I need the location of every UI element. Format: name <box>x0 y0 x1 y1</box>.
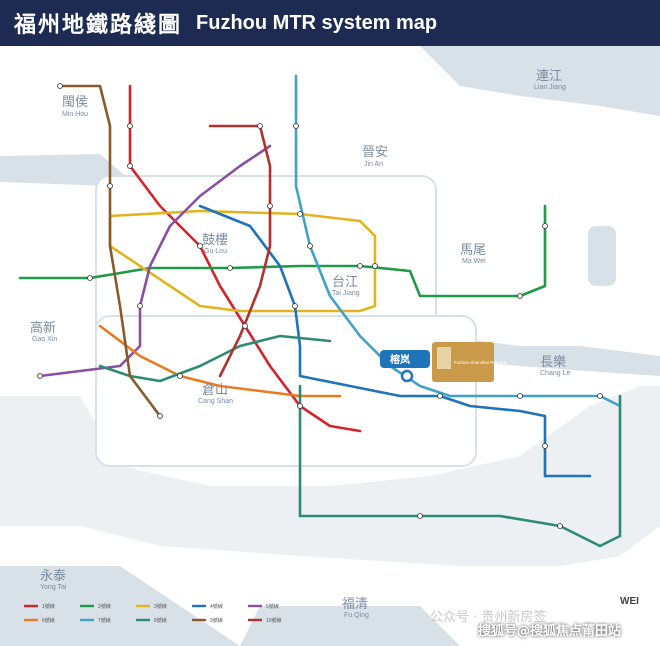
area-cangshan: 倉山 <box>202 383 228 398</box>
station-marker[interactable] <box>307 243 313 249</box>
area-taijiang-en: Tai Jiang <box>332 290 360 297</box>
sohu-watermark: 搜狐号@搜狐焦点莆田站 <box>478 624 622 639</box>
highlight-station-label: 榕岚 <box>390 353 410 366</box>
metro-map[interactable]: 閩侯 Min Hou 連江 Lian Jiang 晉安 Jin An 鼓樓 Gu… <box>0 46 660 646</box>
south-water <box>240 606 460 646</box>
property-callout-text: Fuzhou Shanshui Property <box>454 360 508 365</box>
area-fuqing-en: Fu Qing <box>344 612 369 619</box>
stations <box>37 83 603 529</box>
south-city-box <box>95 315 477 467</box>
metro-lines <box>18 74 622 548</box>
legend-label: 9號線 <box>210 617 223 624</box>
station-marker[interactable] <box>542 443 548 449</box>
station-marker[interactable] <box>227 265 233 271</box>
legend-label: 8號線 <box>154 617 167 624</box>
station-marker[interactable] <box>293 123 299 129</box>
area-gaoxin-en: Gao Xin <box>32 336 57 343</box>
area-labels: 閩侯 Min Hou 連江 Lian Jiang 晉安 Jin An 鼓樓 Gu… <box>30 69 570 619</box>
title-bar: 福州地鐵路綫圖 Fuzhou MTR system map <box>0 0 660 46</box>
line-9 <box>58 84 162 418</box>
station-marker[interactable] <box>107 183 113 189</box>
area-mawei: 馬尾 <box>460 243 486 258</box>
area-yongtai: 永泰 <box>40 569 66 584</box>
legend-label: 5號線 <box>266 603 279 610</box>
highlight-station-tag[interactable] <box>380 350 430 368</box>
station-marker[interactable] <box>267 203 273 209</box>
area-gaoxin: 高新 <box>30 320 56 336</box>
area-cangshan-en: Cang Shan <box>198 398 233 405</box>
legend-label: 1號線 <box>42 603 55 610</box>
southwest-water <box>0 566 240 646</box>
east-lake <box>588 226 616 286</box>
line-1 <box>128 84 362 433</box>
map-title-chinese: 福州地鐵路綫圖 <box>14 12 183 38</box>
property-callout-image <box>437 347 451 369</box>
highlight-station-marker[interactable] <box>400 369 414 383</box>
legend-label: 2號線 <box>98 603 111 610</box>
station-marker[interactable] <box>292 303 298 309</box>
station-marker[interactable] <box>517 393 523 399</box>
station-marker[interactable] <box>297 403 303 409</box>
station-marker[interactable] <box>357 263 363 269</box>
highlight-group[interactable]: 榕岚 Fuzhou Shanshui Property <box>380 342 508 383</box>
station-marker[interactable] <box>297 211 303 217</box>
area-yongtai-en: Yong Tai <box>40 584 67 591</box>
legend-label: 4號線 <box>210 603 223 610</box>
station-marker[interactable] <box>57 83 63 89</box>
station-marker[interactable] <box>557 523 563 529</box>
line-4 <box>198 204 592 478</box>
area-lianjiang: 連江 <box>536 69 562 84</box>
area-jinan-en: Jin An <box>364 161 383 168</box>
station-marker[interactable] <box>372 263 378 269</box>
station-marker[interactable] <box>417 513 423 519</box>
station-marker[interactable] <box>242 323 248 329</box>
area-minhou: 閩侯 <box>62 95 88 110</box>
station-marker[interactable] <box>157 413 163 419</box>
area-taijiang: 台江 <box>332 275 358 290</box>
station-marker[interactable] <box>87 275 93 281</box>
station-marker[interactable] <box>127 123 133 129</box>
faded-watermark: 公众号 · 贵州新房签 <box>430 610 547 625</box>
station-marker[interactable] <box>37 373 43 379</box>
area-lianjiang-en: Lian Jiang <box>534 84 566 91</box>
station-marker[interactable] <box>542 223 548 229</box>
line-3 <box>108 209 377 313</box>
station-marker[interactable] <box>517 293 523 299</box>
city-regions <box>95 175 477 467</box>
area-gulou: 鼓樓 <box>202 233 228 248</box>
northeast-sea <box>420 46 660 116</box>
station-marker[interactable] <box>177 373 183 379</box>
area-changle-en: Chang Le <box>540 370 570 377</box>
station-marker[interactable] <box>197 243 203 249</box>
f1-line <box>298 384 622 548</box>
legend-label: 6號線 <box>42 617 55 624</box>
area-mawei-en: Ma Wei <box>462 258 486 265</box>
station-marker[interactable] <box>437 393 443 399</box>
area-jinan: 晉安 <box>362 145 388 160</box>
legend-label: 10號線 <box>266 617 282 624</box>
station-marker[interactable] <box>137 303 143 309</box>
south-river <box>0 386 660 566</box>
station-marker[interactable] <box>257 123 263 129</box>
area-gulou-en: Gu Lou <box>204 248 227 255</box>
station-marker[interactable] <box>597 393 603 399</box>
legend-label: 3號線 <box>154 603 167 610</box>
area-minhou-en: Min Hou <box>62 111 88 118</box>
corner-mark: WEI <box>620 596 639 607</box>
station-marker[interactable] <box>127 163 133 169</box>
legend-label: 7號線 <box>98 617 111 624</box>
line-legend: 1號線 2號線 3號線 4號線 5號線 6號線 7號線 8號線 9號線 10號線 <box>24 603 282 624</box>
area-fuqing: 福清 <box>342 597 368 612</box>
map-title-english: Fuzhou MTR system map <box>196 11 438 34</box>
area-changle: 長樂 <box>540 354 566 370</box>
water-bodies <box>0 46 660 646</box>
